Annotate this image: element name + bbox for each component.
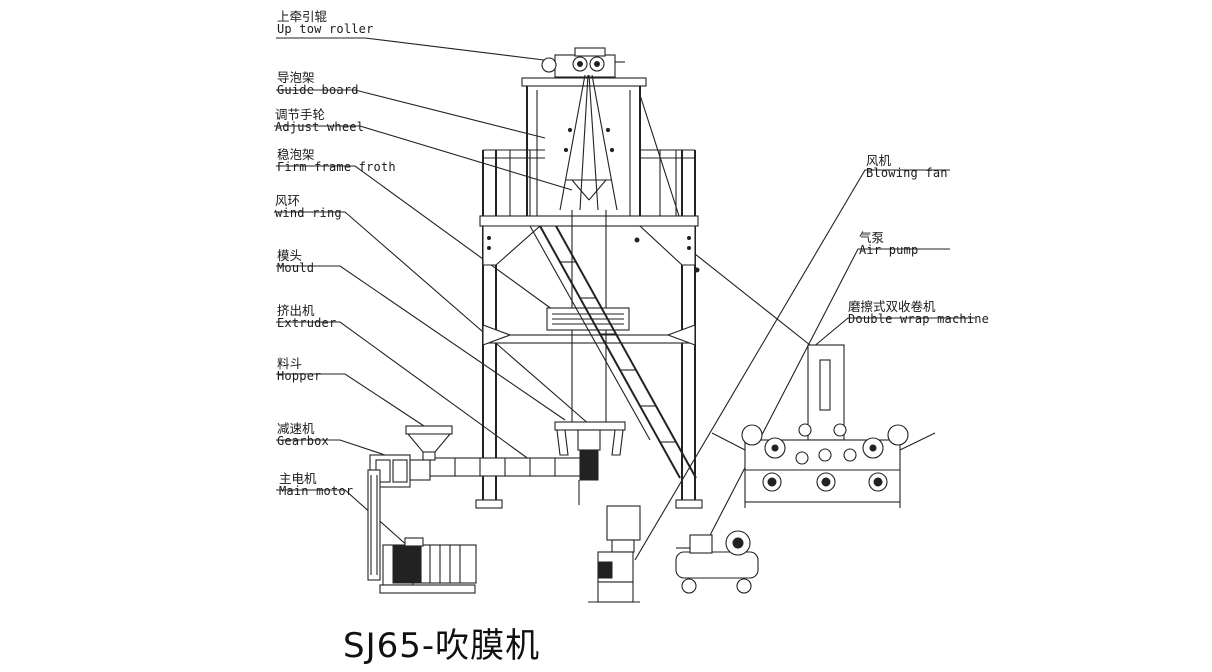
leader-blowing-fan bbox=[634, 169, 950, 561]
leader-guide-board bbox=[276, 89, 546, 139]
leader-gearbox bbox=[276, 439, 386, 456]
leader-hopper bbox=[276, 373, 431, 431]
label-zh: 上牵引辊 bbox=[277, 9, 328, 24]
leader-adjust-wheel bbox=[274, 125, 573, 191]
leader-extruder bbox=[276, 321, 531, 461]
label-main-motor: 主电机 Main motor bbox=[279, 472, 353, 498]
label-en: Mould bbox=[277, 261, 315, 276]
label-en: Firm frame froth bbox=[277, 160, 396, 175]
label-en: Guide board bbox=[277, 83, 359, 98]
label-en: Blowing fan bbox=[866, 166, 948, 181]
label-en: Adjust wheel bbox=[275, 120, 365, 135]
label-firm-frame: 稳泡架 Firm frame froth bbox=[277, 148, 396, 174]
label-en: wind ring bbox=[275, 206, 342, 221]
leader-wind-ring bbox=[274, 211, 591, 426]
label-zh: 主电机 bbox=[279, 471, 317, 486]
double-wrap-machine-drawing bbox=[711, 344, 936, 508]
up-tow-roller-drawing bbox=[541, 47, 625, 78]
label-zh: 调节手轮 bbox=[275, 107, 326, 122]
label-mould: 模头 Mould bbox=[277, 249, 314, 275]
label-zh: 风机 bbox=[866, 153, 892, 168]
main-motor-drawing bbox=[367, 469, 477, 594]
label-en: Air pump bbox=[859, 243, 919, 258]
tower-frame bbox=[475, 77, 703, 509]
label-blowing-fan: 风机 Blowing fan bbox=[866, 154, 948, 180]
stairs bbox=[529, 225, 697, 479]
label-zh: 减速机 bbox=[277, 421, 315, 436]
label-up-tow-roller: 上牵引辊 Up tow roller bbox=[277, 10, 374, 36]
blowing-fan-drawing bbox=[597, 505, 641, 603]
firm-frame-drawing bbox=[546, 307, 630, 331]
air-pump-drawing bbox=[675, 530, 759, 594]
label-extruder: 挤出机 Extruder bbox=[277, 304, 336, 330]
label-en: Up tow roller bbox=[277, 22, 374, 37]
label-hopper: 料斗 Hopper bbox=[277, 357, 322, 383]
label-air-pump: 气泵 Air pump bbox=[859, 231, 918, 257]
label-zh: 磨擦式双收卷机 bbox=[848, 299, 936, 314]
label-gearbox: 减速机 Gearbox bbox=[277, 422, 329, 448]
leader-mould bbox=[276, 265, 566, 421]
label-zh: 导泡架 bbox=[277, 70, 315, 85]
label-en: Double wrap machine bbox=[848, 312, 990, 327]
label-guide-board: 导泡架 Guide board bbox=[277, 71, 359, 97]
guide-board-drawing bbox=[559, 74, 618, 211]
diagram-title: SJ65-吹膜机 bbox=[343, 626, 541, 666]
label-zh: 风环 bbox=[275, 193, 301, 208]
label-zh: 稳泡架 bbox=[277, 147, 315, 162]
label-en: Hopper bbox=[277, 369, 322, 384]
label-wind-ring: 风环 wind ring bbox=[275, 194, 342, 220]
label-en: Main motor bbox=[279, 484, 354, 499]
label-zh: 挤出机 bbox=[277, 303, 315, 318]
label-double-wrap: 磨擦式双收卷机 Double wrap machine bbox=[848, 300, 989, 326]
label-zh: 料斗 bbox=[277, 356, 303, 371]
leader-main-motor bbox=[276, 489, 411, 549]
wind-ring-drawing bbox=[554, 421, 626, 505]
leader-up-tow-roller bbox=[276, 37, 561, 63]
label-adjust-wheel: 调节手轮 Adjust wheel bbox=[275, 108, 364, 134]
label-zh: 模头 bbox=[277, 248, 303, 263]
hopper-drawing bbox=[405, 425, 453, 461]
label-en: Extruder bbox=[277, 316, 337, 331]
leader-double-wrap bbox=[811, 317, 975, 349]
label-zh: 气泵 bbox=[859, 230, 885, 245]
label-en: Gearbox bbox=[277, 434, 329, 449]
extruder-drawing bbox=[429, 457, 581, 477]
